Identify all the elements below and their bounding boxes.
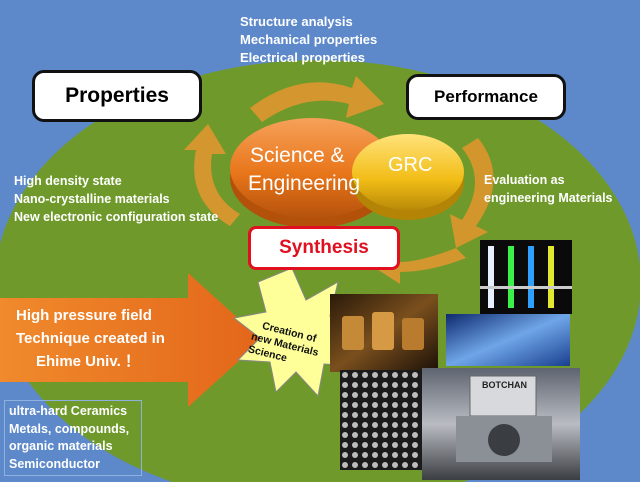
machine-nameplate: BOTCHAN xyxy=(482,380,527,390)
properties-list: High density state Nano-crystalline mate… xyxy=(14,172,218,226)
properties-list-item: High density state xyxy=(14,174,122,188)
performance-box: Performance xyxy=(406,74,566,120)
top-list-item: Electrical properties xyxy=(240,50,365,65)
science-engineering-label: Science & Engineering xyxy=(248,142,360,198)
photo-blue-crystal xyxy=(446,314,570,366)
top-list: Structure analysis Mechanical properties… xyxy=(240,13,377,67)
performance-label: Performance xyxy=(434,87,538,106)
photo-fluorescent-rods xyxy=(480,240,572,314)
materials-list-item: organic materials xyxy=(9,439,113,453)
top-list-item: Mechanical properties xyxy=(240,32,378,47)
synthesis-label: Synthesis xyxy=(279,237,369,258)
grc-label: GRC xyxy=(388,154,433,176)
evaluation-label: Evaluation as engineering Materials xyxy=(484,171,613,207)
science-line: Science & xyxy=(250,144,345,167)
properties-list-item: Nano-crystalline materials xyxy=(14,192,170,206)
top-list-item: Structure analysis xyxy=(240,14,353,29)
materials-list-item: Semiconductor xyxy=(9,456,100,471)
cylinders xyxy=(342,312,424,350)
materials-list: ultra-hard Ceramics Metals, compounds, o… xyxy=(4,400,142,476)
press-machine xyxy=(456,375,552,462)
synthesis-box: Synthesis xyxy=(248,226,400,270)
high-pressure-label: High pressure field Technique created in… xyxy=(16,304,165,373)
high-pressure-arrow xyxy=(0,273,262,407)
properties-label: Properties xyxy=(65,84,169,107)
evaluation-line: engineering Materials xyxy=(484,191,613,205)
materials-list-item: ultra-hard Ceramics xyxy=(9,404,128,418)
fluorescent-rods xyxy=(480,246,572,308)
properties-list-item: New electronic configuration state xyxy=(14,210,219,224)
high-pressure-line: Ehime Univ. ！ xyxy=(36,353,140,370)
photo-atomic-lattice xyxy=(340,370,426,470)
engineering-line: Engineering xyxy=(248,172,361,195)
evaluation-line: Evaluation as xyxy=(484,173,565,187)
science-disk xyxy=(230,118,394,218)
high-pressure-line: Technique created in xyxy=(16,330,165,347)
materials-list-item: Metals, compounds, xyxy=(9,421,130,436)
grc-disk xyxy=(352,134,464,210)
high-pressure-line: High pressure field xyxy=(16,307,152,324)
properties-box: Properties xyxy=(32,70,202,122)
